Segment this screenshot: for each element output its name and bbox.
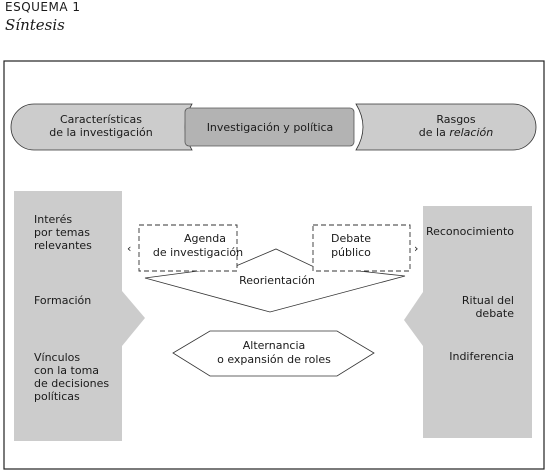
pill-relation-line2: de la relación	[419, 126, 493, 139]
figure-title: Síntesis	[5, 16, 65, 34]
right-item-recognition: Reconocimiento	[426, 225, 514, 238]
agenda-box	[138, 224, 238, 272]
figure-label: ESQUEMA 1	[5, 0, 81, 14]
right-item-ritual-line1: Ritual del	[462, 294, 514, 307]
pill-relation-line1: Rasgos	[436, 113, 476, 126]
left-item-links-line2: con la toma	[34, 364, 99, 377]
agenda-line1: Agenda	[184, 232, 226, 245]
alternation-line1: Alternancia	[243, 339, 306, 352]
pill-relation-traits	[355, 103, 537, 151]
left-item-links-line3: de decisiones	[34, 377, 109, 390]
alternation-line2: o expansión de roles	[217, 353, 331, 366]
center-box-label: Investigación y política	[207, 121, 334, 134]
left-item-links-line1: Vínculos	[34, 351, 80, 364]
agenda-line2: de investigación	[153, 246, 243, 259]
outer-frame	[3, 60, 545, 470]
debate-line2: público	[331, 246, 371, 259]
left-item-interest-line3: relevantes	[34, 239, 92, 252]
reorientation-label: Reorientación	[239, 274, 315, 287]
debate-box	[312, 224, 411, 272]
chevron-right-icon: ›	[414, 242, 418, 255]
left-item-interest-line2: por temas	[34, 226, 90, 239]
left-item-training: Formación	[34, 294, 91, 307]
right-item-indifference: Indiferencia	[449, 350, 514, 363]
center-box-research-policy	[184, 107, 355, 147]
right-item-ritual-line2: debate	[475, 307, 514, 320]
left-item-links-line4: políticas	[34, 390, 80, 403]
pill-characteristics-line1: Características	[60, 113, 142, 126]
chevron-left-icon: ‹	[127, 242, 131, 255]
left-item-interest-line1: Interés	[34, 213, 72, 226]
right-panel	[404, 206, 532, 438]
left-panel	[14, 191, 145, 441]
pill-characteristics-line2: de la investigación	[49, 126, 153, 139]
debate-line1: Debate	[331, 232, 371, 245]
alternation-hexagon	[172, 330, 375, 377]
